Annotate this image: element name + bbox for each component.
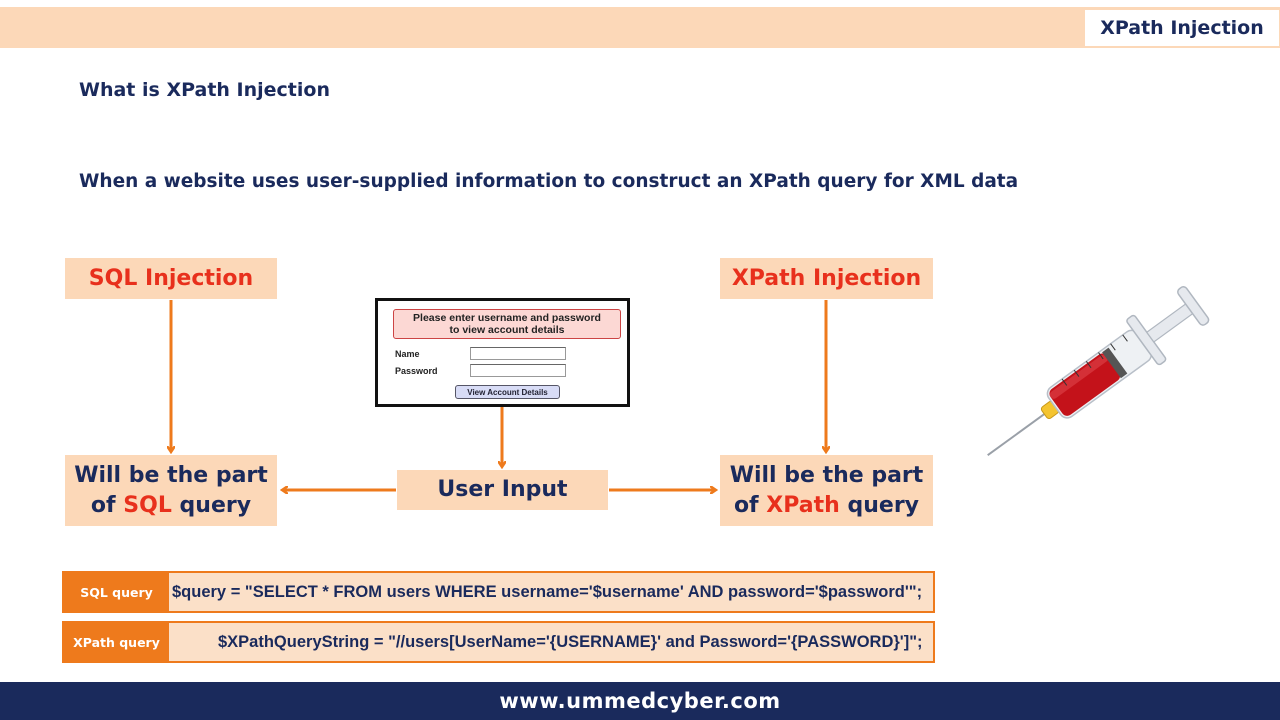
section-heading: What is XPath Injection	[79, 79, 330, 101]
sql-injection-label: SQL Injection	[88, 266, 254, 291]
sql-query-label: SQL query	[64, 573, 169, 611]
sql-query-code: $query = "SELECT * FROM users WHERE user…	[172, 582, 923, 601]
sql-query-row: SQL query $query = "SELECT * FROM users …	[62, 571, 935, 613]
page-title: XPath Injection	[1100, 17, 1264, 39]
xpath-injection-box: XPath Injection	[720, 258, 933, 299]
syringe-icon	[987, 286, 1210, 457]
xpath-query-part-box: Will be the part of XPath query	[720, 455, 933, 526]
footer-bar: www.ummedcyber.com	[0, 682, 1280, 720]
view-account-button[interactable]: View Account Details	[455, 385, 560, 399]
user-input-label: User Input	[437, 477, 568, 502]
user-input-box: User Input	[397, 470, 608, 510]
xpath-query-label: XPath query	[64, 623, 169, 661]
password-label: Password	[395, 366, 438, 376]
form-header: Please enter username and password to vi…	[393, 309, 621, 339]
xpath-word: XPath	[766, 492, 840, 518]
sql-injection-box: SQL Injection	[65, 258, 277, 299]
sql-word: SQL	[123, 492, 172, 518]
sql-query-part-box: Will be the part of SQL query	[65, 455, 277, 526]
top-banner	[0, 7, 1280, 48]
xpath-injection-label: XPath Injection	[731, 266, 922, 291]
website-url: www.ummedcyber.com	[499, 689, 781, 713]
xpath-query-row: XPath query $XPathQueryString = "//users…	[62, 621, 935, 663]
will-part-text: Will be the part	[74, 462, 268, 488]
name-label: Name	[395, 349, 420, 359]
xpath-query-code: $XPathQueryString = "//users[UserName='{…	[218, 632, 923, 651]
form-header-line1: Please enter username and password	[413, 312, 601, 324]
password-field[interactable]	[470, 364, 566, 377]
will-part-text: Will be the part	[729, 462, 924, 488]
form-header-line2: to view account details	[449, 324, 565, 336]
of-sql-query-text: of SQL query	[90, 492, 252, 518]
top-title-box: XPath Injection	[1085, 10, 1279, 46]
of-xpath-query-text: of XPath query	[733, 492, 920, 518]
description-text: When a website uses user-supplied inform…	[79, 171, 1019, 192]
login-form: Please enter username and password to vi…	[375, 298, 630, 407]
name-field[interactable]	[470, 347, 566, 360]
